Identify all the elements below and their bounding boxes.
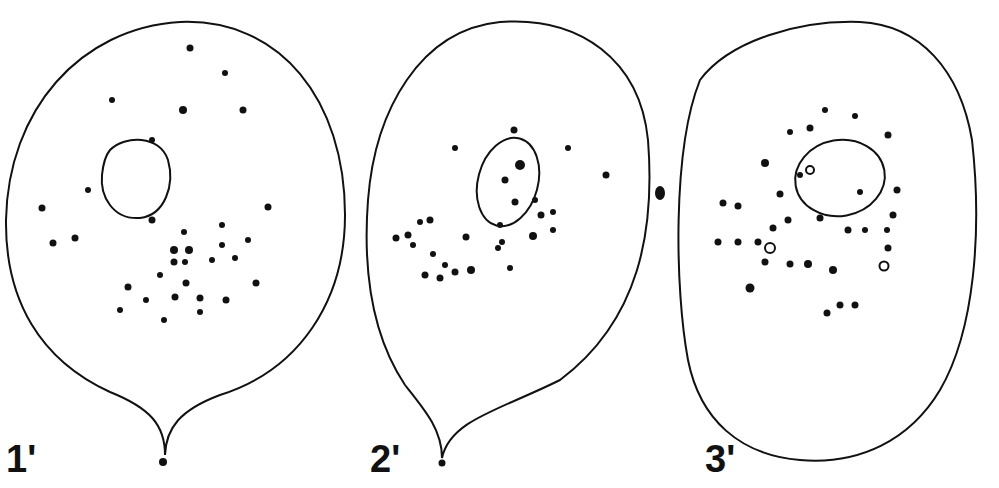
nucleus-outline bbox=[789, 133, 891, 223]
cell-outline bbox=[367, 21, 650, 458]
nucleus-outline bbox=[102, 140, 170, 218]
granule-dots bbox=[39, 45, 901, 324]
figure-label: 3' bbox=[705, 440, 735, 478]
hollow-granules bbox=[765, 166, 889, 271]
figure-label: 1' bbox=[6, 440, 36, 478]
cell-outline bbox=[6, 22, 345, 455]
cell-outline bbox=[678, 22, 976, 461]
figure-label: 2' bbox=[370, 440, 400, 478]
nucleus-outline bbox=[467, 131, 548, 233]
